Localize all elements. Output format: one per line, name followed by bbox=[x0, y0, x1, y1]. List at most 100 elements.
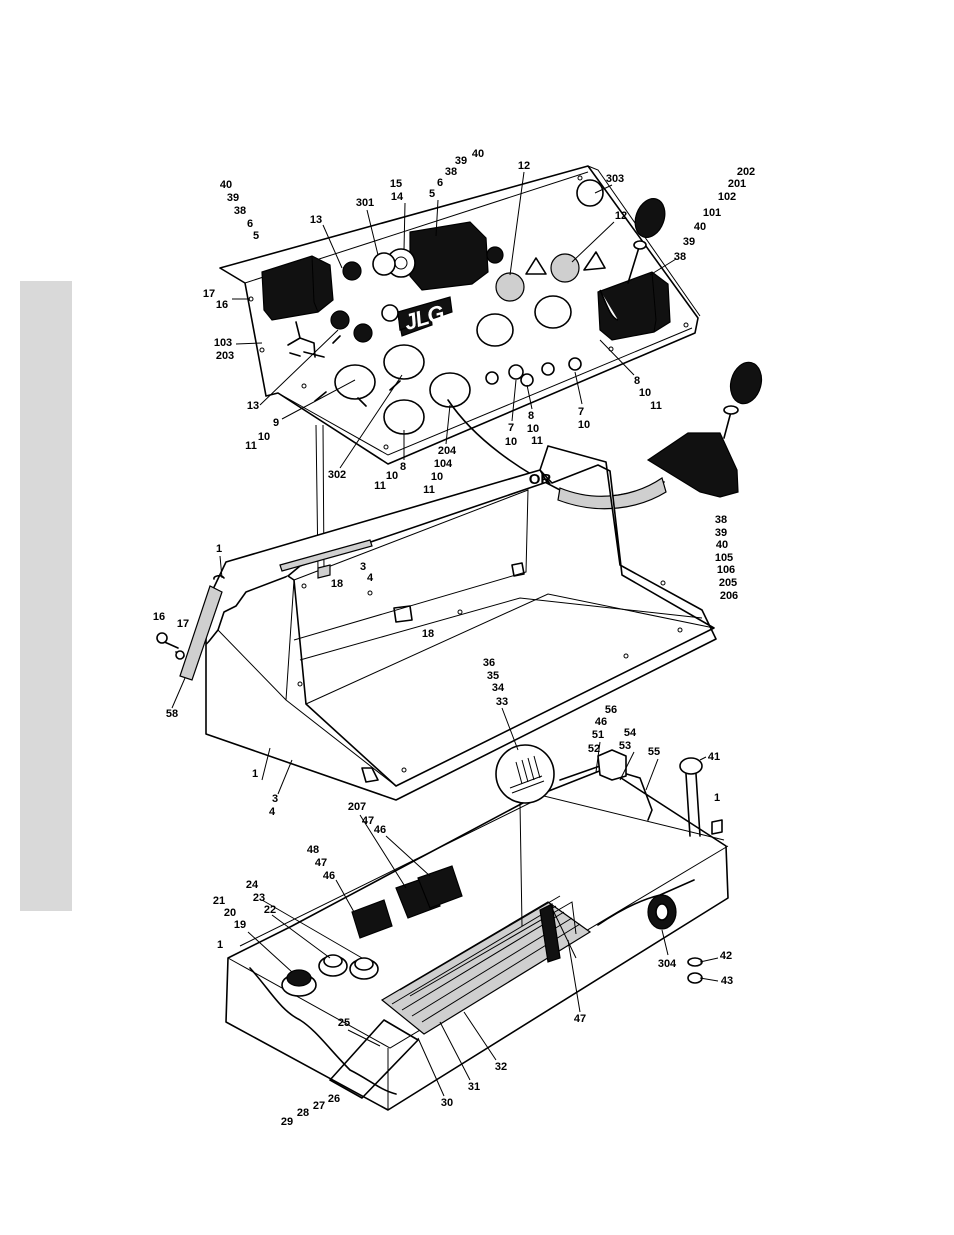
part-number-label: 18 bbox=[421, 628, 435, 640]
part-number-label: 103 bbox=[213, 337, 233, 349]
part-number-label: 51 bbox=[591, 729, 605, 741]
part-number-label: 206 bbox=[719, 590, 739, 602]
left-control-module bbox=[261, 255, 399, 358]
jlg-logo-text: JLG bbox=[401, 300, 447, 336]
part-number-label: 10 bbox=[385, 470, 399, 482]
part-number-label: 1 bbox=[713, 792, 721, 804]
part-number-label: 10 bbox=[504, 436, 518, 448]
part-number-label: 9 bbox=[272, 417, 280, 429]
part-number-label: 21 bbox=[212, 895, 226, 907]
part-number-label: 18 bbox=[330, 578, 344, 590]
part-number-label: 205 bbox=[718, 577, 738, 589]
part-number-label: 38 bbox=[444, 166, 458, 178]
or-callout: OR bbox=[528, 471, 552, 488]
part-number-label: 24 bbox=[245, 879, 259, 891]
part-number-label: 38 bbox=[233, 205, 247, 217]
part-number-label: 33 bbox=[495, 696, 509, 708]
part-number-label: 46 bbox=[594, 716, 608, 728]
part-number-label: 23 bbox=[252, 892, 266, 904]
alternate-joystick-and-cable bbox=[447, 361, 763, 510]
part-number-label: 47 bbox=[573, 1013, 587, 1025]
part-number-label: 12 bbox=[614, 210, 628, 222]
part-number-label: 5 bbox=[252, 230, 260, 242]
jlg-logo bbox=[397, 296, 453, 331]
part-number-label: 11 bbox=[531, 435, 543, 447]
part-number-label: 29 bbox=[280, 1116, 294, 1128]
part-number-label: 34 bbox=[491, 682, 505, 694]
part-number-label: 53 bbox=[618, 740, 632, 752]
part-number-label: 39 bbox=[454, 155, 468, 167]
part-number-label: 11 bbox=[374, 480, 386, 492]
part-number-label: 4 bbox=[268, 806, 276, 818]
part-number-label: 13 bbox=[246, 400, 260, 412]
part-number-label: 1 bbox=[216, 939, 224, 951]
side-bracket bbox=[156, 555, 223, 709]
part-number-label: 207 bbox=[347, 801, 367, 813]
part-number-label: 47 bbox=[361, 815, 375, 827]
bottom-leader-lines bbox=[247, 707, 719, 1097]
part-number-label: 10 bbox=[526, 423, 540, 435]
part-number-label: 31 bbox=[467, 1081, 481, 1093]
part-number-label: 39 bbox=[226, 192, 240, 204]
part-number-label: 105 bbox=[714, 552, 734, 564]
part-number-label: 20 bbox=[223, 907, 237, 919]
part-number-label: 39 bbox=[714, 527, 728, 539]
part-number-label: 43 bbox=[720, 975, 734, 987]
part-number-label: 7 bbox=[577, 406, 585, 418]
part-number-label: 26 bbox=[327, 1093, 341, 1105]
part-number-label: 56 bbox=[604, 704, 618, 716]
part-number-label: 7 bbox=[507, 422, 515, 434]
part-number-label: 35 bbox=[486, 670, 500, 682]
part-number-label: 3 bbox=[271, 793, 279, 805]
part-number-label: 40 bbox=[715, 539, 729, 551]
part-number-label: 38 bbox=[673, 251, 687, 263]
part-number-label: 11 bbox=[650, 400, 662, 412]
part-number-label: 17 bbox=[176, 618, 190, 630]
part-number-label: 48 bbox=[306, 844, 320, 856]
part-number-label: 10 bbox=[430, 471, 444, 483]
part-number-label: 304 bbox=[657, 958, 677, 970]
part-number-label: 46 bbox=[322, 870, 336, 882]
part-number-label: 30 bbox=[440, 1097, 454, 1109]
part-number-label: 8 bbox=[527, 410, 535, 422]
part-number-label: 32 bbox=[494, 1061, 508, 1073]
part-number-label: 38 bbox=[714, 514, 728, 526]
part-number-label: 1 bbox=[215, 543, 223, 555]
bottom-enclosure bbox=[225, 749, 729, 1111]
part-number-label: 28 bbox=[296, 1107, 310, 1119]
switch-cluster bbox=[314, 179, 606, 435]
part-number-label: 16 bbox=[215, 299, 229, 311]
part-number-label: 52 bbox=[587, 743, 601, 755]
part-number-label: 41 bbox=[707, 751, 721, 763]
part-number-label: 303 bbox=[605, 173, 625, 185]
part-number-label: 8 bbox=[633, 375, 641, 387]
part-number-label: 1 bbox=[251, 768, 259, 780]
part-number-label: 102 bbox=[717, 191, 737, 203]
part-number-label: 12 bbox=[517, 160, 531, 172]
relays-and-knobs bbox=[281, 757, 703, 997]
part-number-label: 106 bbox=[716, 564, 736, 576]
part-number-label: 17 bbox=[202, 288, 216, 300]
part-number-label: 42 bbox=[719, 950, 733, 962]
part-number-label: 4 bbox=[366, 572, 374, 584]
part-number-label: 6 bbox=[436, 177, 444, 189]
part-number-label: 40 bbox=[219, 179, 233, 191]
part-number-label: 40 bbox=[471, 148, 485, 160]
part-number-label: 25 bbox=[337, 1017, 351, 1029]
part-number-label: 8 bbox=[399, 461, 407, 473]
part-number-label: 10 bbox=[638, 387, 652, 399]
part-number-label: 15 bbox=[389, 178, 403, 190]
part-number-label: 14 bbox=[390, 191, 404, 203]
connector-detail-inset bbox=[495, 744, 555, 804]
part-number-label: 10 bbox=[577, 419, 591, 431]
right-joystick-controller bbox=[597, 198, 671, 341]
part-number-label: 47 bbox=[314, 857, 328, 869]
part-number-label: 202 bbox=[736, 166, 756, 178]
part-number-label: 10 bbox=[257, 431, 271, 443]
part-number-label: 55 bbox=[647, 746, 661, 758]
part-number-label: 13 bbox=[309, 214, 323, 226]
part-number-label: 58 bbox=[165, 708, 179, 720]
part-number-label: 6 bbox=[246, 218, 254, 230]
part-number-label: 203 bbox=[215, 350, 235, 362]
